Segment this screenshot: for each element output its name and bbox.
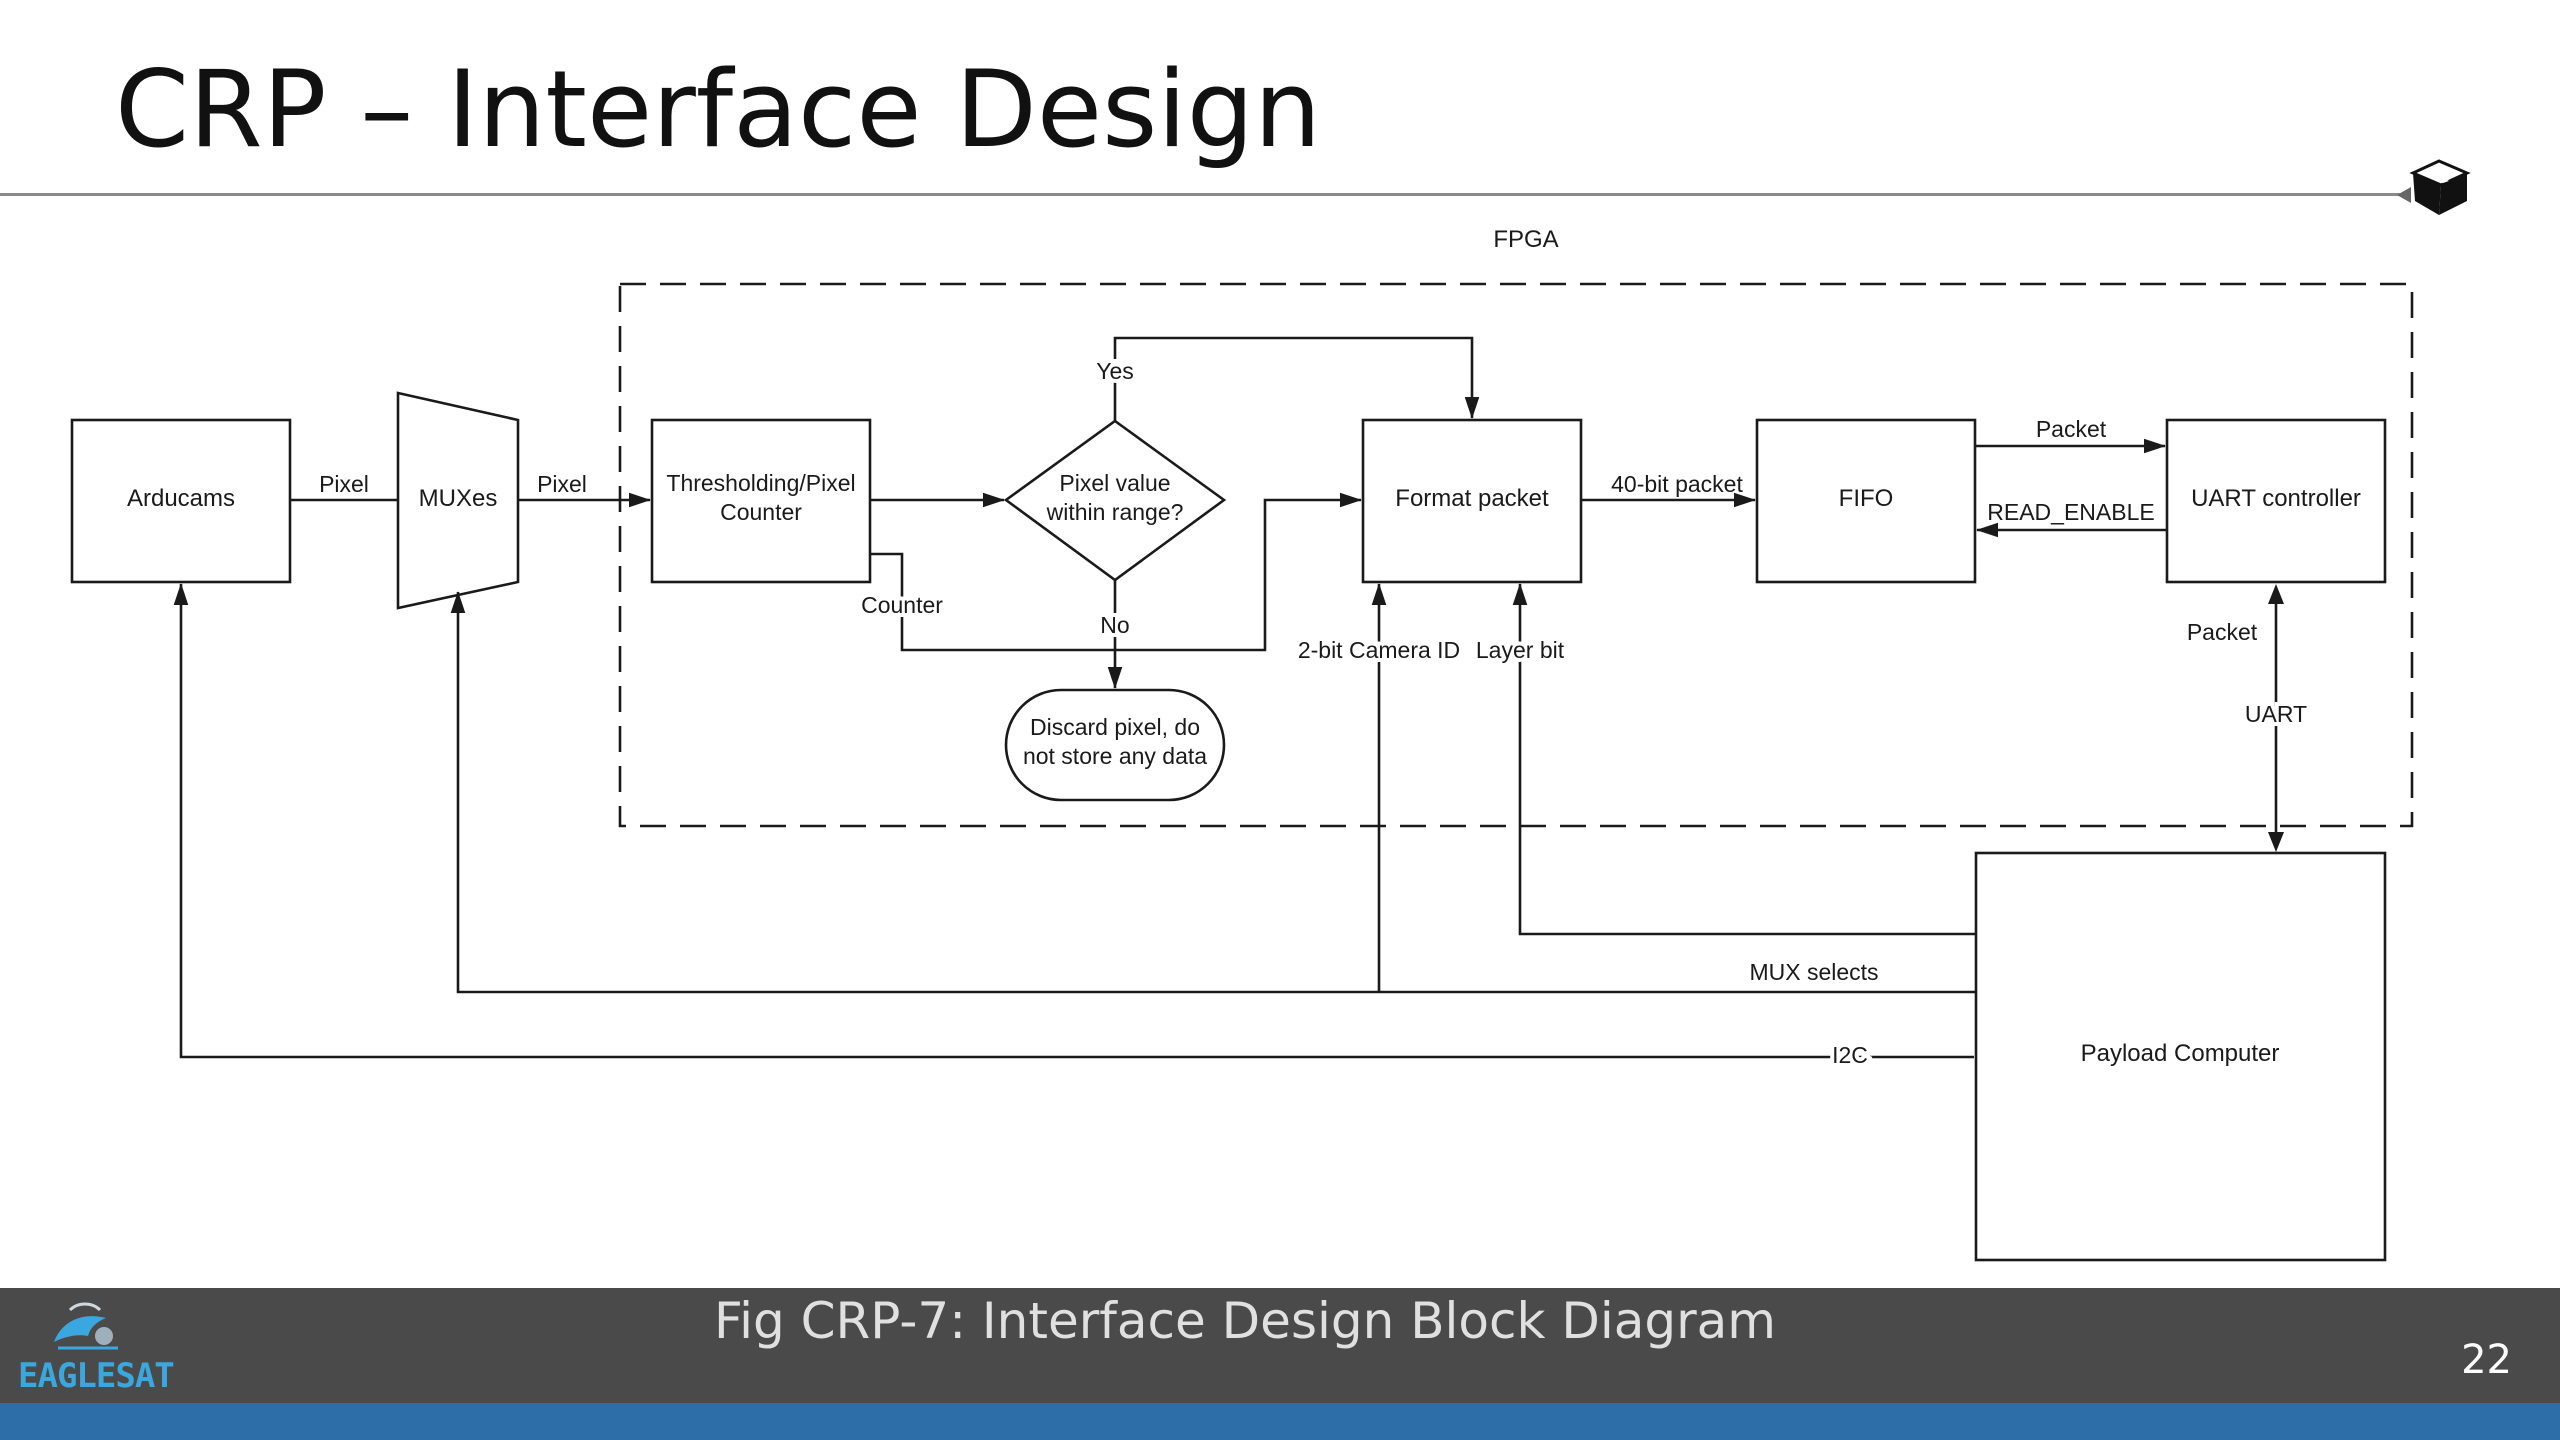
payload-computer-block: Payload Computer [1974, 851, 2387, 1262]
eaglesat-logo-mark [54, 1302, 118, 1350]
fifo-block: FIFO [1755, 418, 1977, 584]
edge-label-camera-id: 2-bit Camera ID [1298, 637, 1460, 663]
interface-block-diagram: FPGA Arducams MUXes Thresholding/Pixel C… [70, 226, 2414, 1262]
cube-icon [2409, 159, 2471, 215]
thresholding-block: Thresholding/Pixel Counter [650, 418, 872, 584]
edge-i2c [173, 583, 1974, 1059]
footer-stripe [0, 1403, 2560, 1440]
arducams-label: Arducams [127, 485, 235, 512]
decision-diamond: Pixel value within range? [1003, 419, 1227, 582]
edge-label-layer-bit: Layer bit [1476, 637, 1565, 663]
decision-label-line2: within range? [1046, 499, 1184, 525]
arducams-block: Arducams [70, 418, 292, 584]
footer-bar [0, 1288, 2560, 1403]
discard-label-line1: Discard pixel, do [1030, 714, 1200, 740]
figure-caption: Fig CRP-7: Interface Design Block Diagra… [713, 1292, 1776, 1350]
muxes-block: MUXes [396, 391, 520, 610]
format-packet-label: Format packet [1395, 485, 1549, 512]
thresholding-label-line1: Thresholding/Pixel [666, 470, 855, 496]
edge-label-mux-selects: MUX selects [1749, 959, 1878, 985]
edge-label-yes: Yes [1096, 358, 1134, 384]
fpga-boundary [618, 282, 2414, 828]
edge-decision-yes [1113, 336, 1480, 421]
uart-controller-label: UART controller [2191, 485, 2361, 512]
muxes-label: MUXes [419, 485, 498, 512]
edge-label-i2c: I2C [1832, 1042, 1868, 1068]
edge-label-pixel-1: Pixel [319, 471, 369, 497]
title-divider [0, 193, 2410, 196]
decision-label-line1: Pixel value [1059, 470, 1170, 496]
uart-arrow-up [2268, 584, 2284, 604]
edge-label-packet-side: Packet [2187, 619, 2258, 645]
edge-label-no: No [1100, 612, 1129, 638]
logo-text: EAGLESAT [18, 1356, 175, 1396]
edge-label-uart: UART [2245, 701, 2307, 727]
edge-label-pixel-2: Pixel [537, 471, 587, 497]
discard-terminal: Discard pixel, do not store any data [1004, 688, 1226, 802]
uart-controller-block: UART controller [2165, 418, 2387, 584]
format-packet-block: Format packet [1361, 418, 1583, 584]
uart-arrow-down [2268, 832, 2284, 852]
divider-tip [2397, 187, 2411, 203]
eaglesat-logo: EAGLESAT [18, 1298, 175, 1398]
edge-layer-bit [1512, 583, 1976, 936]
discard-label-line2: not store any data [1023, 743, 1207, 769]
page-number: 22 [2461, 1337, 2512, 1383]
slide-title: CRP – Interface Design [115, 48, 1322, 171]
fifo-label: FIFO [1839, 485, 1894, 512]
payload-computer-label: Payload Computer [2081, 1040, 2280, 1067]
edge-label-counter: Counter [861, 592, 943, 618]
edge-label-packet-top: Packet [2036, 416, 2107, 442]
edge-mux-selects [450, 591, 1976, 994]
edge-counter [870, 492, 1362, 652]
edge-label-packet-40: 40-bit packet [1611, 471, 1743, 497]
fpga-label: FPGA [1493, 226, 1558, 253]
edge-label-read-enable: READ_ENABLE [1987, 499, 2154, 525]
thresholding-label-line2: Counter [720, 499, 802, 525]
